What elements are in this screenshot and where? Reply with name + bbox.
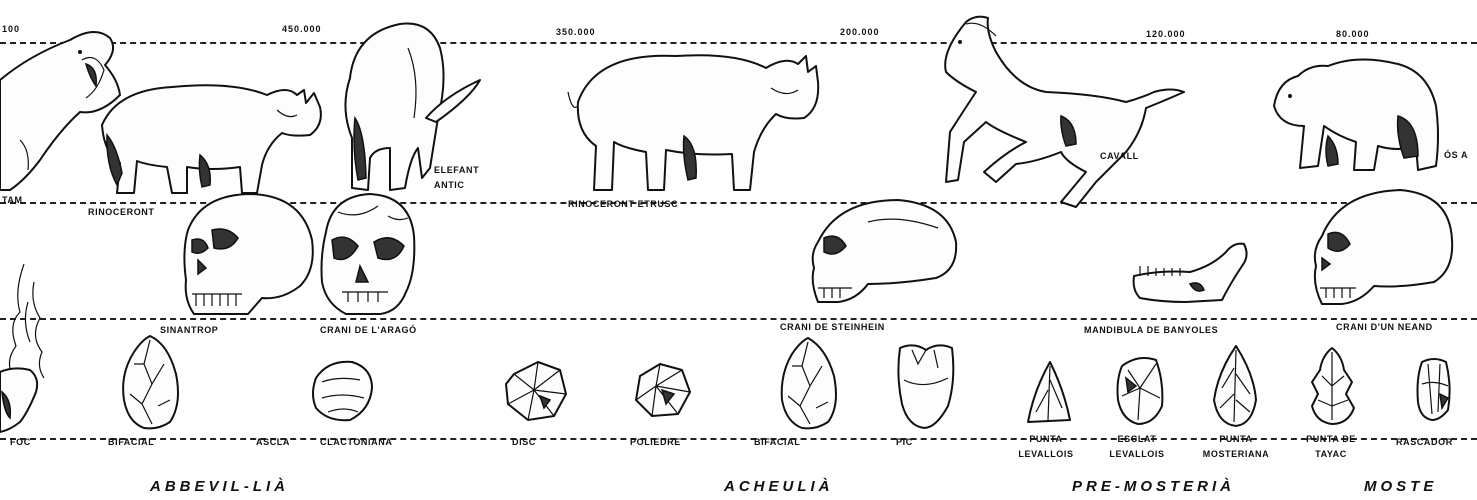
skull-label-arago: CRANI de L'ARAGÓ [320, 325, 417, 335]
year-label: 450.000 [282, 24, 322, 34]
tool-label-clactoniana: CLACTONIANA [320, 437, 392, 447]
horse-drawing [936, 12, 1186, 212]
animal-label-os: ÓS a [1444, 150, 1468, 160]
steinhein-skull-drawing [808, 192, 960, 310]
scraper-tool-drawing [1414, 354, 1454, 424]
skull-label-banyoles: MANDIBULA de BANYOLES [1084, 325, 1218, 335]
tool-label-ascla: ASCLA [256, 437, 290, 447]
tool-label-punta-levallois: PUNTA LEVALLOIS [1014, 432, 1078, 462]
year-label: 80.000 [1336, 29, 1370, 39]
tool-label-disc: DISC [512, 437, 536, 447]
tayac-point-drawing [1308, 346, 1358, 426]
tool-label-rascador: RASCADOR [1396, 437, 1453, 447]
period-label-premosteria: PRE-MOSTERIÀ [1072, 478, 1235, 495]
bear-drawing [1268, 46, 1448, 186]
rhinoceros-drawing [92, 75, 327, 200]
tool-label-foc: FOC [10, 437, 31, 447]
rhinoceros-etrusc-drawing [566, 42, 824, 194]
animal-label-antic: ANTIC [434, 180, 465, 190]
year-label: 200.000 [840, 27, 880, 37]
pic-tool-drawing [894, 340, 956, 430]
neanderthal-skull-drawing [1310, 186, 1456, 312]
clactonian-flake-drawing [308, 358, 376, 424]
mousterian-point-drawing [1210, 344, 1260, 428]
animal-label-tam: TAM [2, 195, 23, 205]
animal-label-rinoceront: RINOCERONT [88, 207, 155, 217]
animal-label-cavall: CAVALL [1100, 151, 1139, 161]
bifacial-tool-drawing [118, 334, 184, 432]
sinantrop-skull-drawing [182, 190, 318, 320]
period-label-moste: MOSTE [1364, 478, 1437, 495]
tool-label-poliedre: POLIEDRE [630, 437, 681, 447]
skull-label-steinhein: CRANI de STEINHEIN [780, 322, 885, 332]
banyoles-mandible-drawing [1130, 236, 1252, 308]
tool-label-bifacial: BIFACIAL [754, 437, 800, 447]
year-label: 350.000 [556, 27, 596, 37]
tool-label-punta-tayac: PUNTA de TAYAC [1294, 432, 1368, 462]
tool-label-bifacial: BIFACIAL [108, 437, 154, 447]
period-label-abbevillia: ABBEVIL-LIÀ [150, 478, 289, 495]
animal-label-elefant: ELEFANT [434, 165, 479, 175]
tool-label-pic: PIC [896, 437, 913, 447]
levallois-point-drawing [1024, 360, 1074, 426]
polyhedron-tool-drawing [632, 360, 692, 420]
tool-label-esclat-levallois: ESCLAT LEVALLOIS [1098, 432, 1176, 462]
period-label-acheulia: ACHEULIÀ [724, 478, 834, 495]
disc-tool-drawing [504, 360, 568, 422]
skull-label-neand: CRANI d'un NEAND [1336, 322, 1433, 332]
levallois-flake-drawing [1114, 352, 1166, 426]
arago-skull-drawing [318, 192, 418, 318]
bifacial-tool-drawing [778, 336, 840, 432]
fire-hand-drawing [0, 262, 56, 434]
tool-label-punta-mosteriana: PUNTA MOSTERIANA [1190, 432, 1282, 462]
animal-label-rinoceront-etrusc: RINOCERONT ETRUSC [568, 199, 678, 209]
